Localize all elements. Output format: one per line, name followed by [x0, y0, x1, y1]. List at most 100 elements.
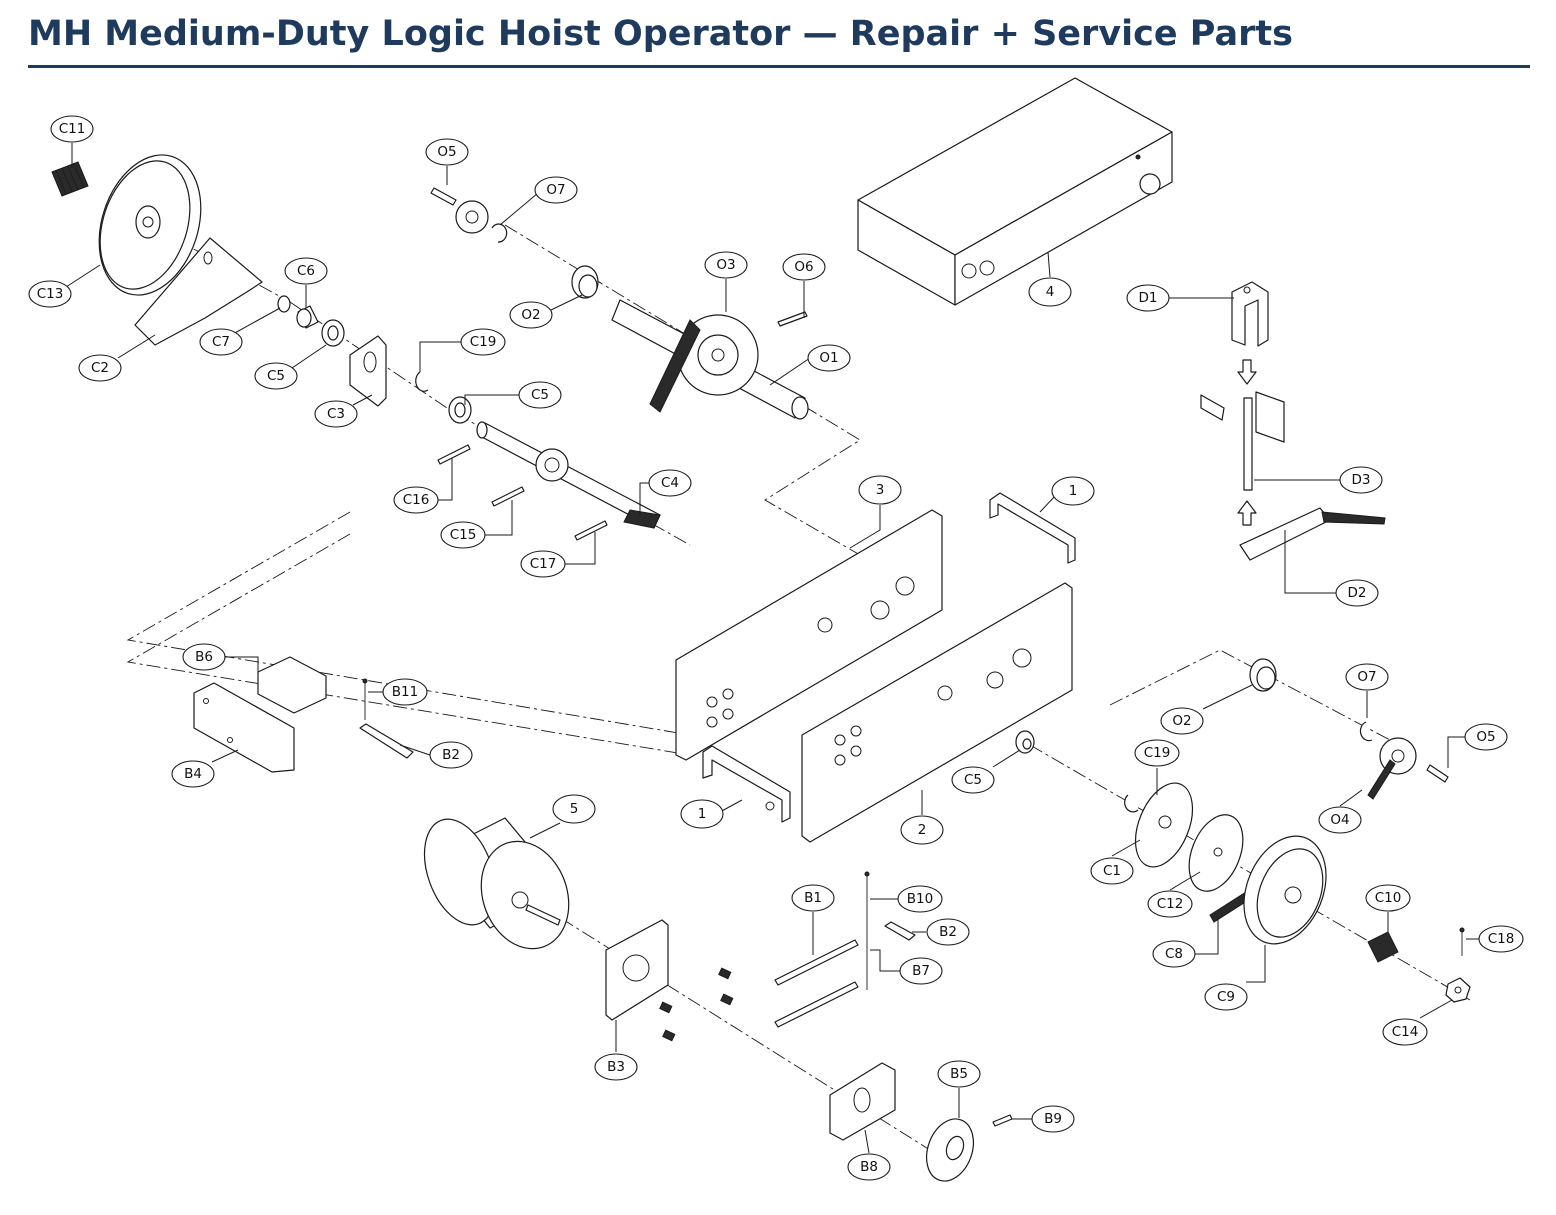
key-o6 [777, 311, 808, 327]
callout-4: 4 [1028, 277, 1072, 307]
bearing-c5-upper [321, 319, 345, 347]
callout-label: C10 [1375, 890, 1402, 906]
bearing-c5-mid [448, 396, 472, 424]
callout-label: C6 [297, 263, 315, 279]
callout-5: 5 [552, 794, 596, 824]
motor-bracket-b3 [605, 919, 669, 1021]
callout-d1: D1 [1126, 284, 1170, 312]
callout-2: 2 [900, 815, 944, 845]
shaft-c4 [476, 421, 661, 529]
callout-c5-c: C5 [951, 766, 995, 794]
callout-b6: B6 [182, 643, 226, 671]
pin-c16 [437, 444, 471, 465]
callout-label: C5 [531, 387, 549, 403]
callout-o4: O4 [1318, 806, 1362, 834]
callout-b3: B3 [594, 1053, 638, 1081]
key-o5-lower [1426, 764, 1449, 783]
callout-label: C9 [1217, 989, 1235, 1005]
callout-label: 1 [698, 806, 707, 822]
callout-o5-b: O5 [1464, 723, 1508, 751]
callout-label: B7 [912, 963, 930, 979]
pin-c17 [574, 520, 608, 541]
brake-disc-c13 [98, 154, 202, 296]
callout-b4: B4 [171, 760, 215, 788]
bracket-d1 [1231, 281, 1269, 347]
callout-o7-b: O7 [1345, 663, 1389, 691]
key-o5-upper [430, 187, 457, 206]
callout-label: B2 [442, 747, 460, 763]
pulley-c9 [1243, 835, 1327, 945]
callout-label: C5 [267, 368, 285, 384]
callout-c3: C3 [314, 400, 358, 428]
callout-d3: D3 [1339, 466, 1383, 494]
callout-d2: D2 [1335, 579, 1379, 607]
callout-label: C15 [450, 527, 477, 543]
callout-label: B9 [1044, 1111, 1062, 1127]
page-title: MH Medium-Duty Logic Hoist Operator — Re… [28, 14, 1293, 54]
callout-label: B5 [950, 1066, 968, 1082]
callout-label: O5 [437, 144, 456, 160]
callout-c18: C18 [1478, 925, 1524, 953]
callout-1-a: 1 [1051, 476, 1095, 506]
sprocket-o4 [1367, 737, 1417, 800]
callout-c14: C14 [1382, 1018, 1428, 1046]
callout-c17: C17 [520, 550, 566, 578]
bracket-1-upper [989, 492, 1076, 564]
bearing-o2-lower [1249, 658, 1277, 692]
bar-b2-left [359, 723, 414, 759]
callout-label: B4 [184, 766, 202, 782]
key-b9 [992, 1114, 1013, 1127]
callout-c8: C8 [1152, 940, 1196, 968]
callout-c6: C6 [284, 257, 328, 285]
callout-c11-top: C11 [50, 115, 94, 143]
callout-label: 3 [876, 482, 885, 498]
callout-c15: C15 [440, 521, 486, 549]
callout-label: O7 [1357, 669, 1376, 685]
e-clip-o7-upper [491, 223, 508, 243]
callout-label: O1 [819, 350, 838, 366]
callout-label: C13 [37, 286, 64, 302]
callout-label: D1 [1139, 290, 1158, 306]
callout-c16: C16 [393, 486, 439, 514]
callout-b10: B10 [897, 885, 943, 913]
callout-label: C8 [1165, 946, 1183, 962]
callout-o2-b: O2 [1160, 707, 1204, 735]
bar-b1 [774, 939, 859, 1028]
callout-label: O4 [1330, 812, 1349, 828]
bushing-c6 [296, 305, 319, 329]
disc-c1 [1134, 782, 1194, 868]
callout-label: O2 [521, 307, 540, 323]
callout-label: 4 [1046, 284, 1055, 300]
callout-c10: C10 [1365, 884, 1411, 912]
bracket-b8 [829, 1062, 896, 1141]
callout-label: B10 [907, 891, 933, 907]
sprocket-c-shaft [535, 448, 569, 482]
callout-label: C19 [470, 334, 497, 350]
title-underline [28, 65, 1530, 68]
pulley-b5 [926, 1118, 974, 1182]
callout-label: O2 [1172, 713, 1191, 729]
electrical-box-4 [857, 77, 1173, 306]
callout-label: B1 [804, 890, 822, 906]
callout-label: O5 [1476, 729, 1495, 745]
callout-label: B3 [607, 1059, 625, 1075]
spring-c11 [51, 161, 89, 197]
rod-b10 [864, 871, 870, 990]
e-clip-o7-lower [1359, 721, 1373, 742]
arm-d3 [1200, 391, 1285, 491]
callout-label: C18 [1488, 931, 1515, 947]
bracket-b4 [193, 682, 295, 773]
e-clip-c19-lower [1124, 794, 1139, 813]
callout-label: C12 [1157, 896, 1184, 912]
callout-o6: O6 [782, 253, 826, 281]
callout-label: C1 [1103, 863, 1121, 879]
callout-c5-a: C5 [254, 362, 298, 390]
bracket-c2 [134, 237, 263, 346]
callout-o2-a: O2 [509, 301, 553, 329]
callout-b2-b: B2 [926, 918, 970, 946]
arrow-down [1237, 359, 1257, 385]
callout-label: C5 [964, 772, 982, 788]
callout-1-b: 1 [680, 799, 724, 829]
switch-b6 [257, 656, 327, 714]
